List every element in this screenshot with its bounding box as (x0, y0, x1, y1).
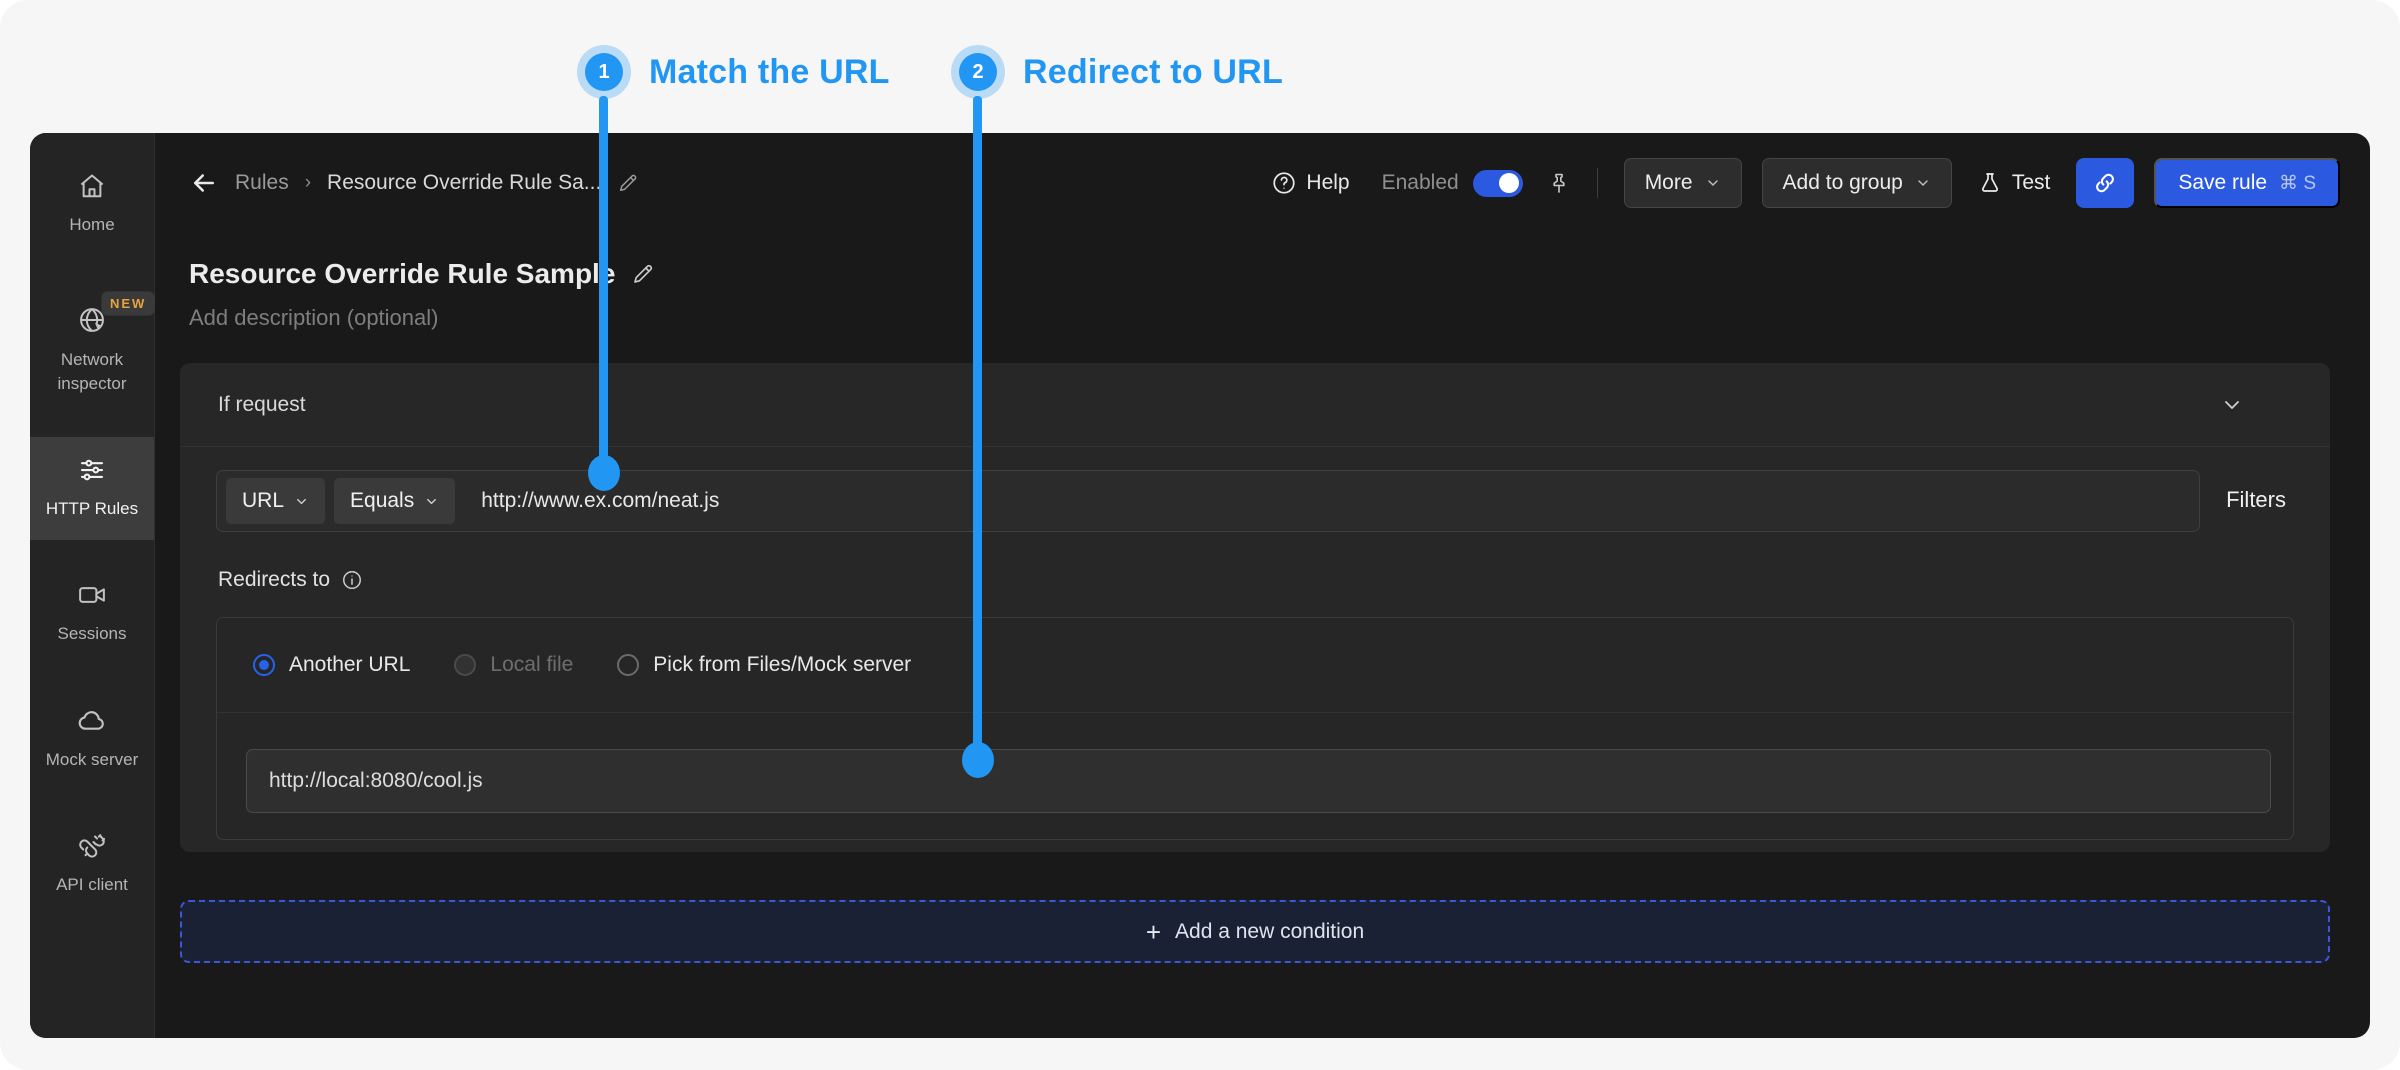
add-to-group-label: Add to group (1782, 171, 1903, 194)
new-badge: NEW (102, 291, 155, 315)
chevron-down-icon (1705, 175, 1721, 191)
more-label: More (1644, 171, 1693, 194)
source-key-select[interactable]: URL (226, 478, 326, 524)
sidebar-item-http-rules[interactable]: HTTP Rules (30, 436, 154, 540)
rule-description-placeholder[interactable]: Add description (optional) (189, 305, 439, 330)
add-to-group-button[interactable]: Add to group (1761, 158, 1952, 208)
step-1-circle: 1 (577, 45, 631, 99)
toggle-knob (1498, 173, 1519, 193)
link-icon (2092, 170, 2118, 196)
radio-label: Pick from Files/Mock server (653, 653, 912, 676)
redirects-to-label: Redirects to (218, 568, 331, 591)
if-request-label: If request (218, 392, 306, 416)
topbar-actions: Help Enabled More (1271, 158, 2340, 208)
sidebar-item-label: HTTP Rules (45, 498, 139, 518)
help-button[interactable]: Help (1271, 170, 1350, 196)
source-operator-select[interactable]: Equals (334, 478, 456, 524)
sidebar-item-label: Mock server (45, 750, 139, 770)
step-1-number: 1 (585, 53, 623, 91)
step-2-circle: 2 (951, 45, 1005, 99)
back-icon[interactable] (189, 168, 219, 198)
if-request-header[interactable]: If request (180, 363, 2330, 447)
destination-input-wrap (217, 713, 2293, 813)
step-2-number: 2 (959, 53, 997, 91)
sliders-icon (77, 455, 107, 485)
enabled-group: Enabled (1381, 169, 1523, 197)
sidebar-item-home[interactable]: Home (30, 153, 154, 256)
sidebar-item-label: API client (56, 874, 128, 894)
flask-icon (1978, 171, 2002, 195)
enabled-label: Enabled (1381, 171, 1459, 194)
video-icon (77, 580, 107, 610)
share-link-button[interactable] (2076, 158, 2135, 208)
help-icon (1271, 170, 1297, 196)
step-1-label: Match the URL (649, 52, 890, 91)
sidebar-item-label: Home (69, 215, 115, 234)
help-label: Help (1306, 171, 1350, 194)
radio-another-url[interactable]: Another URL (253, 653, 410, 677)
redirects-to-label-row: Redirects to (218, 568, 363, 592)
breadcrumb-current: Resource Override Rule Sa... (327, 171, 602, 194)
test-label: Test (2011, 171, 2051, 194)
breadcrumb-separator: › (304, 172, 312, 193)
breadcrumb-rules-link[interactable]: Rules (235, 171, 289, 194)
destination-type-options: Another URL Local file Pick from Files/M… (217, 618, 2293, 713)
source-operator-value: Equals (350, 489, 415, 512)
destination-box: Another URL Local file Pick from Files/M… (216, 617, 2294, 840)
home-icon (77, 171, 107, 201)
sidebar-item-label: Sessions (57, 623, 127, 643)
filters-button[interactable]: Filters (2226, 487, 2286, 512)
plug-icon (77, 831, 107, 861)
sidebar-item-label: Network inspector (57, 349, 127, 394)
condition-card: If request URL Equals (180, 363, 2330, 852)
source-url-input[interactable] (455, 471, 2199, 531)
chevron-down-icon (294, 494, 309, 509)
radio-icon (617, 654, 640, 676)
sidebar: Home NEW Network inspector HTTP Rules (30, 133, 155, 1038)
radio-icon (253, 654, 275, 676)
sidebar-item-sessions[interactable]: Sessions (30, 562, 154, 665)
step-2-label: Redirect to URL (1023, 52, 1283, 91)
main-content: Rules › Resource Override Rule Sa... Hel… (155, 133, 2370, 1038)
sidebar-item-network-inspector[interactable]: NEW Network inspector (30, 278, 155, 415)
radio-local-file[interactable]: Local file (454, 653, 573, 677)
save-rule-button[interactable]: Save rule ⌘ S (2154, 158, 2340, 208)
edit-title-icon[interactable] (631, 262, 655, 286)
test-button[interactable]: Test (1978, 171, 2051, 195)
app-window: Home NEW Network inspector HTTP Rules (30, 133, 2370, 1038)
save-rule-label: Save rule (2178, 171, 2268, 194)
radio-label: Another URL (289, 653, 411, 676)
cloud-icon (76, 704, 108, 736)
chevron-down-icon (1915, 175, 1931, 191)
rule-topbar: Rules › Resource Override Rule Sa... Hel… (155, 133, 2370, 233)
enabled-toggle[interactable] (1472, 169, 1523, 197)
pin-icon[interactable] (1547, 171, 1571, 195)
radio-label: Local file (490, 653, 574, 676)
source-condition-row: URL Equals (216, 470, 2200, 532)
rule-title: Resource Override Rule Sample (189, 258, 616, 289)
annotation-step-1: 1 Match the URL (577, 45, 890, 99)
collapse-chevron-icon[interactable] (2220, 393, 2244, 417)
annotation-step-2: 2 Redirect to URL (951, 45, 1283, 99)
sidebar-item-mock-server[interactable]: Mock server (30, 686, 154, 791)
info-icon[interactable] (341, 569, 363, 591)
source-key-value: URL (242, 489, 285, 512)
plus-icon: + (1145, 916, 1162, 947)
rule-title-row: Resource Override Rule Sample (189, 258, 655, 290)
more-button[interactable]: More (1623, 158, 1742, 208)
sidebar-item-api-client[interactable]: API client (30, 813, 154, 916)
add-condition-label: Add a new condition (1175, 919, 1365, 943)
topbar-divider (1596, 168, 1598, 198)
breadcrumb: Rules › Resource Override Rule Sa... (189, 168, 639, 198)
destination-url-input[interactable] (246, 749, 2271, 813)
edit-name-icon[interactable] (617, 172, 639, 194)
chevron-down-icon (424, 494, 439, 509)
radio-icon (454, 654, 477, 676)
globe-icon: NEW (76, 291, 155, 336)
radio-pick-from-files[interactable]: Pick from Files/Mock server (617, 653, 911, 677)
add-new-condition-button[interactable]: + Add a new condition (180, 900, 2330, 963)
save-shortcut-hint: ⌘ S (2279, 172, 2316, 194)
